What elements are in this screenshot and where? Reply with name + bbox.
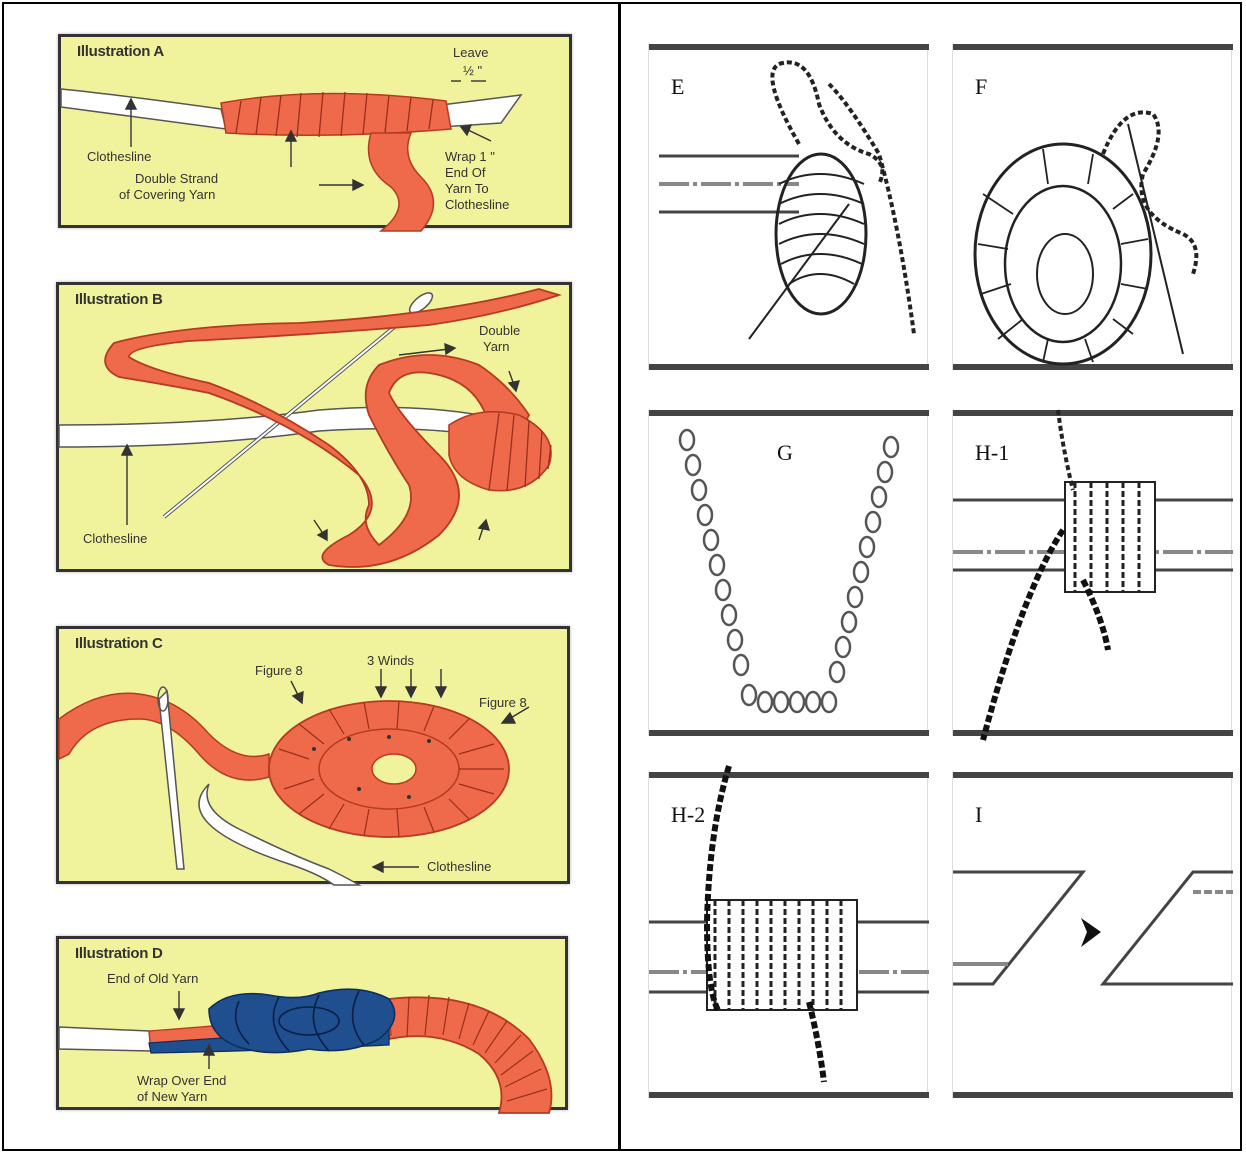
panel-h2: H-2 [648, 772, 928, 1098]
leave-measure-label: ½ " [463, 63, 482, 78]
panel-f: F [952, 44, 1232, 370]
figure-8-right-label: Figure 8 [479, 695, 527, 710]
panel-h1: H-1 [952, 410, 1232, 736]
panel-e-label: E [671, 74, 684, 100]
wrap-over-label-1: Wrap Over End [137, 1073, 226, 1088]
illustration-b-title: Illustration B [75, 291, 162, 308]
panel-f-label: F [975, 74, 987, 100]
illustration-c: Illustration C Figure 8 3 Winds Figure 8… [56, 626, 570, 884]
figure-8-left-label: Figure 8 [255, 663, 303, 678]
illustration-c-drawing [59, 629, 573, 887]
panel-h1-label: H-1 [975, 440, 1009, 466]
wrap-label-4: Clothesline [445, 197, 509, 212]
panel-f-drawing [953, 44, 1233, 370]
panel-g: G [648, 410, 928, 736]
panel-e: E [648, 44, 928, 370]
double-strand-label-1: Double Strand [135, 171, 218, 186]
panel-i-label: I [975, 802, 982, 828]
illustration-a-title: Illustration A [77, 43, 164, 60]
illustration-b: Illustration B Double Yarn Clothesline [56, 282, 572, 572]
double-yarn-label-2: Yarn [483, 339, 510, 354]
wrap-label-2: End Of [445, 165, 485, 180]
clothesline-label-a: Clothesline [87, 149, 151, 164]
wrap-label-3: Yarn To [445, 181, 489, 196]
clothesline-label-b: Clothesline [83, 531, 147, 546]
double-yarn-label-1: Double [479, 323, 520, 338]
panel-h2-label: H-2 [671, 802, 705, 828]
three-winds-label: 3 Winds [367, 653, 414, 668]
panel-g-label: G [777, 440, 793, 466]
panel-e-drawing [649, 44, 929, 370]
illustration-d-title: Illustration D [75, 945, 162, 962]
leave-label: Leave [453, 45, 488, 60]
panel-i: I [952, 772, 1232, 1098]
illustration-a: Illustration A Leave ½ " Clothesline Dou… [58, 34, 572, 228]
wrap-label-1: Wrap 1 " [445, 149, 495, 164]
illustration-d: Illustration D End of Old Yarn Wrap Over… [56, 936, 568, 1110]
column-divider [618, 2, 621, 1151]
illustration-d-drawing [59, 939, 571, 1113]
double-strand-label-2: of Covering Yarn [119, 187, 215, 202]
clothesline-label-c: Clothesline [427, 859, 491, 874]
end-old-yarn-label: End of Old Yarn [107, 971, 198, 986]
panel-i-drawing [953, 772, 1233, 1098]
wrap-over-label-2: of New Yarn [137, 1089, 207, 1104]
illustration-c-title: Illustration C [75, 635, 162, 652]
